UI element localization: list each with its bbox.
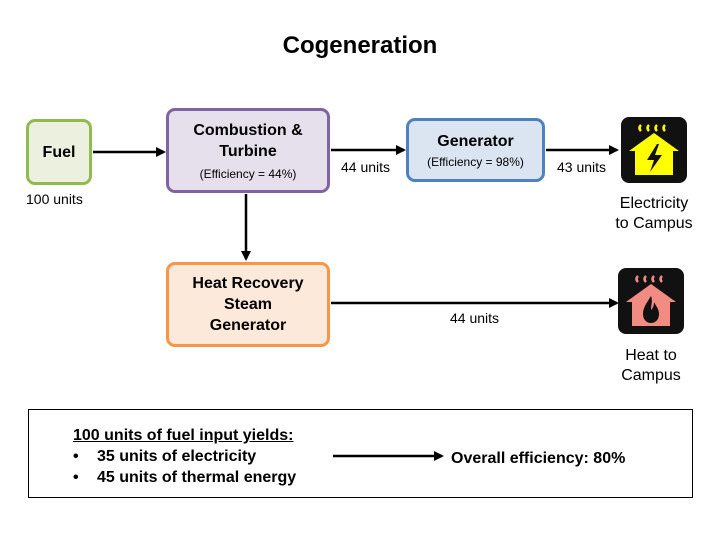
house-lightning-icon (621, 117, 687, 183)
generator-to-electricity-flow-label: 43 units (557, 159, 607, 175)
summary-bullet-electricity: • 35 units of electricity (73, 446, 296, 467)
hrsg-label-line2: Steam (223, 296, 273, 313)
combustion-turbine-node: Combustion & Turbine (Efficiency = 44%) (166, 108, 330, 193)
hrsg-label-line3: Generator (209, 317, 287, 334)
generator-label: Generator (437, 132, 514, 150)
page-title: Cogeneration (282, 32, 438, 59)
combustion-label-line2: Turbine (219, 142, 277, 160)
electricity-line2: to Campus (615, 215, 693, 232)
fuel-node: Fuel (26, 119, 92, 185)
turbine-to-generator-flow-label: 44 units (341, 159, 391, 175)
summary-list: 100 units of fuel input yields: • 35 uni… (73, 425, 296, 488)
fuel-label: Fuel (42, 143, 76, 161)
heat-line2: Campus (621, 367, 681, 384)
summary-bullet-text: 45 units of thermal energy (97, 469, 297, 486)
combustion-efficiency: (Efficiency = 44%) (199, 166, 297, 181)
hrsg-node: Heat Recovery Steam Generator (166, 262, 330, 347)
hrsg-label-line1: Heat Recovery (192, 275, 304, 292)
heat-destination-label: Heat to Campus (591, 346, 711, 386)
bullet-symbol: • (73, 469, 79, 486)
bullet-symbol: • (73, 448, 79, 465)
fuel-amount-label: 100 units (26, 191, 83, 207)
combustion-label-line1: Combustion & (193, 121, 303, 139)
summary-bullet-thermal: • 45 units of thermal energy (73, 467, 296, 488)
summary-box (28, 409, 693, 498)
hrsg-to-heat-flow-label: 44 units (450, 310, 500, 326)
generator-efficiency: (Efficiency = 98%) (427, 154, 524, 169)
summary-bullet-text: 35 units of electricity (97, 448, 257, 465)
electricity-line1: Electricity (619, 195, 689, 212)
overall-efficiency-result: Overall efficiency: 80% (451, 450, 626, 467)
generator-node: Generator (Efficiency = 98%) (406, 118, 545, 182)
electricity-destination-label: Electricity to Campus (594, 194, 714, 234)
house-flame-icon (618, 268, 684, 334)
heat-line1: Heat to (625, 347, 677, 364)
summary-heading: 100 units of fuel input yields: (73, 427, 294, 444)
